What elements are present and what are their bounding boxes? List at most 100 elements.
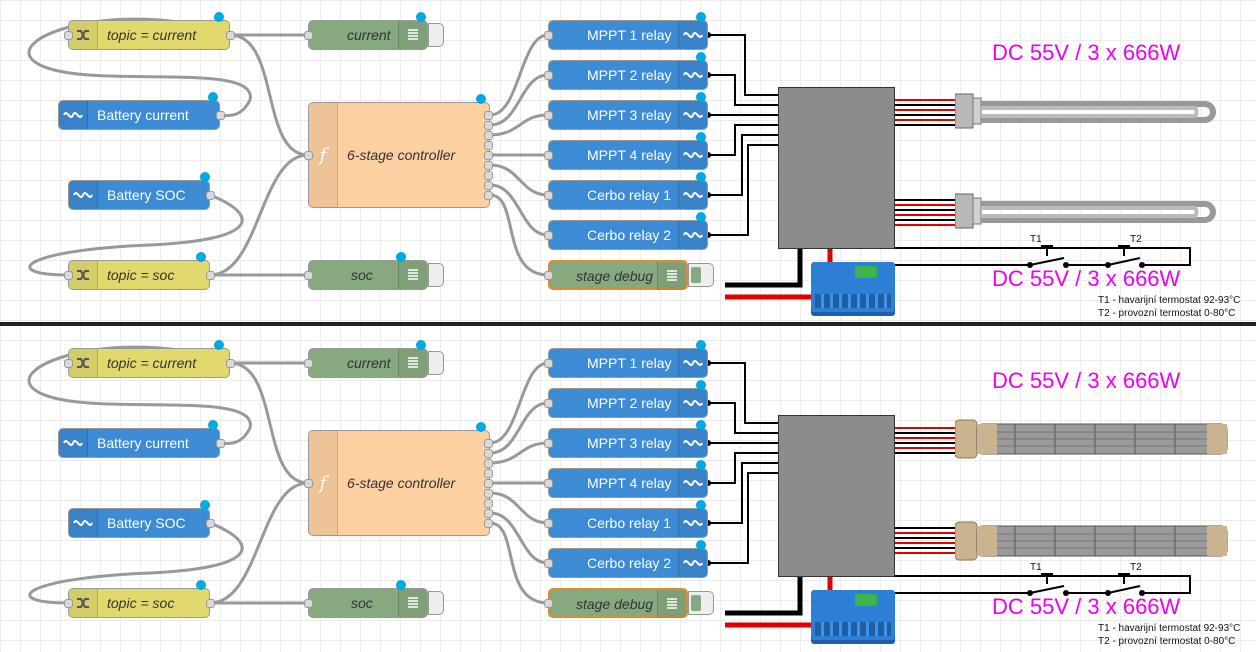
debug-node-current[interactable]: current [308,20,428,50]
input-port[interactable] [64,31,73,40]
output-port-5[interactable] [484,479,493,488]
input-port[interactable] [304,479,313,488]
output-port[interactable] [206,191,215,200]
victron-wave-icon [678,389,707,417]
output-port-8[interactable] [484,181,493,190]
output-port[interactable] [206,519,215,528]
debug-toggle[interactable] [428,23,444,47]
victron-node-battery-current[interactable]: Battery current [58,428,220,458]
victron-wave-icon [678,349,707,377]
output-port-3[interactable] [484,459,493,468]
node-label: current [347,27,391,43]
input-port[interactable] [304,359,313,368]
debug-node-stage[interactable]: stage debug [548,260,688,290]
input-port[interactable] [64,599,73,608]
node-label: MPPT 3 relay [587,107,672,123]
debug-node-soc[interactable]: soc [308,588,428,618]
output-port-7[interactable] [484,499,493,508]
victron-node-cerbo1[interactable]: Cerbo relay 1 [548,180,708,210]
output-port-2[interactable] [484,449,493,458]
input-port[interactable] [544,399,553,408]
output-port-2[interactable] [484,121,493,130]
shuffle-icon [69,349,98,377]
debug-list-icon [398,21,427,49]
output-port-4[interactable] [484,141,493,150]
output-port-7[interactable] [484,171,493,180]
output-port[interactable] [216,439,225,448]
input-port[interactable] [544,31,553,40]
output-port[interactable] [206,599,215,608]
node-label: topic = soc [107,595,175,611]
victron-node-mppt3[interactable]: MPPT 3 relay [548,100,708,130]
victron-wave-icon [678,101,707,129]
heater-element-steel [955,193,1216,229]
debug-node-current[interactable]: current [308,348,428,378]
input-port[interactable] [304,31,313,40]
debug-node-soc[interactable]: soc [308,260,428,290]
victron-node-mppt1[interactable]: MPPT 1 relay [548,348,708,378]
input-port[interactable] [64,359,73,368]
output-port-1[interactable] [484,439,493,448]
victron-node-cerbo2[interactable]: Cerbo relay 2 [548,548,708,578]
output-port-6[interactable] [484,489,493,498]
input-port[interactable] [544,599,553,608]
input-port[interactable] [544,439,553,448]
input-port[interactable] [544,71,553,80]
input-port[interactable] [544,271,553,280]
input-port[interactable] [544,359,553,368]
victron-node-mppt3[interactable]: MPPT 3 relay [548,428,708,458]
victron-node-mppt4[interactable]: MPPT 4 relay [548,468,708,498]
output-port[interactable] [216,111,225,120]
debug-node-stage[interactable]: stage debug [548,588,688,618]
change-node-current[interactable]: topic = current [68,20,230,50]
output-port-8[interactable] [484,509,493,518]
change-node-soc[interactable]: topic = soc [68,260,210,290]
changed-indicator [200,172,210,182]
changed-indicator [696,380,706,390]
victron-node-battery-soc[interactable]: Battery SOC [68,180,210,210]
input-port[interactable] [304,151,313,160]
victron-node-mppt1[interactable]: MPPT 1 relay [548,20,708,50]
output-port-1[interactable] [484,111,493,120]
output-port-4[interactable] [484,469,493,478]
node-label: stage debug [576,268,654,284]
victron-node-cerbo1[interactable]: Cerbo relay 1 [548,508,708,538]
output-port-6[interactable] [484,161,493,170]
victron-wave-icon [59,429,88,457]
debug-toggle[interactable] [428,591,444,615]
debug-toggle[interactable] [688,263,714,287]
victron-node-mppt2[interactable]: MPPT 2 relay [548,60,708,90]
input-port[interactable] [544,559,553,568]
victron-node-mppt4[interactable]: MPPT 4 relay [548,140,708,170]
victron-wave-icon [69,509,98,537]
input-port[interactable] [64,271,73,280]
debug-toggle[interactable] [688,591,714,615]
output-port[interactable] [226,31,235,40]
debug-toggle[interactable] [428,263,444,287]
input-port[interactable] [304,271,313,280]
input-port[interactable] [304,599,313,608]
output-port-3[interactable] [484,131,493,140]
change-node-soc[interactable]: topic = soc [68,588,210,618]
function-node-controller[interactable]: f 6-stage controller [308,430,490,536]
output-port[interactable] [226,359,235,368]
output-port-9[interactable] [484,191,493,200]
victron-node-mppt2[interactable]: MPPT 2 relay [548,388,708,418]
input-port[interactable] [544,231,553,240]
power-rating-label: DC 55V / 3 x 666W [992,40,1181,65]
change-node-current[interactable]: topic = current [68,348,230,378]
input-port[interactable] [544,191,553,200]
victron-node-battery-soc[interactable]: Battery SOC [68,508,210,538]
input-port[interactable] [544,519,553,528]
output-port-9[interactable] [484,519,493,528]
input-port[interactable] [544,479,553,488]
function-node-controller[interactable]: f 6-stage controller [308,102,490,208]
changed-indicator [214,12,224,22]
victron-node-battery-current[interactable]: Battery current [58,100,220,130]
output-port[interactable] [206,271,215,280]
input-port[interactable] [544,151,553,160]
input-port[interactable] [544,111,553,120]
output-port-5[interactable] [484,151,493,160]
victron-node-cerbo2[interactable]: Cerbo relay 2 [548,220,708,250]
debug-toggle[interactable] [428,351,444,375]
